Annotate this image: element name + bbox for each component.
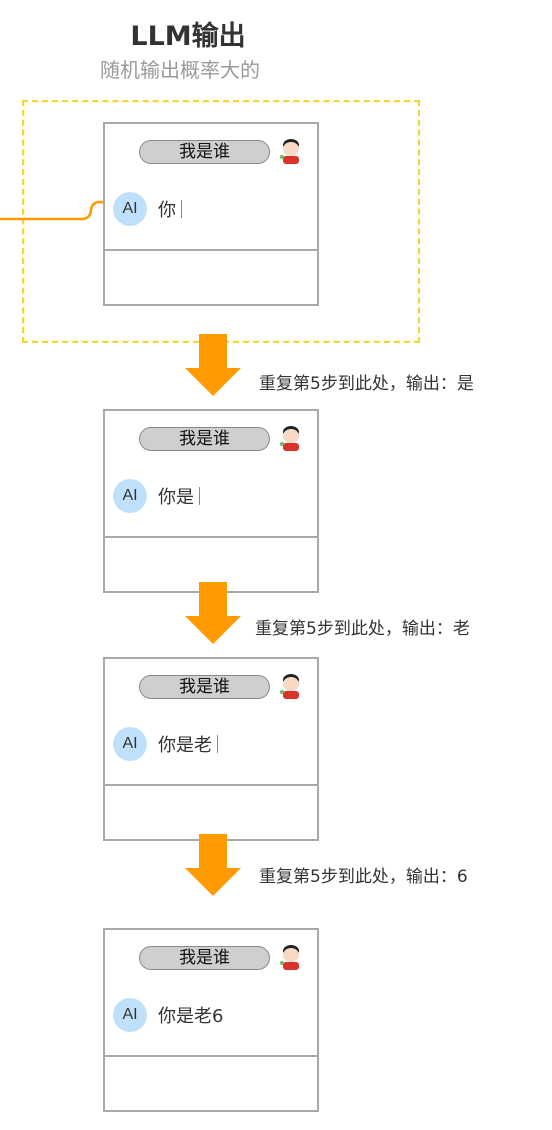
step-label-3: 重复第5步到此处，输出：6 — [259, 867, 468, 887]
step-arrow-3 — [185, 834, 241, 896]
ai-response-text: 你是 — [158, 483, 200, 509]
text-cursor — [181, 200, 182, 218]
chat-window-3: 我是谁 AI 你是老 — [103, 657, 319, 841]
user-avatar-icon — [280, 674, 299, 699]
chat-input-divider — [105, 1055, 317, 1057]
user-message-bubble: 我是谁 — [139, 675, 270, 699]
ai-avatar: AI — [113, 192, 147, 226]
ai-response-value: 你是 — [158, 487, 194, 508]
ai-response-text: 你是老 — [158, 731, 218, 757]
chat-input-divider — [105, 536, 317, 538]
chat-window-2: 我是谁 AI 你是 — [103, 409, 319, 593]
ai-avatar: AI — [113, 727, 147, 761]
chat-window-4: 我是谁 AI 你是老6 — [103, 928, 319, 1112]
ai-avatar: AI — [113, 998, 147, 1032]
step-label-2: 重复第5步到此处，输出：老 — [255, 619, 470, 639]
step-arrow-2 — [185, 582, 241, 644]
step-label-1: 重复第5步到此处，输出：是 — [259, 374, 474, 394]
user-avatar-icon — [280, 426, 299, 451]
user-message-bubble: 我是谁 — [139, 427, 270, 451]
step-arrow-1 — [185, 334, 241, 396]
user-avatar-icon — [280, 139, 299, 164]
chat-input-divider — [105, 784, 317, 786]
user-avatar-icon — [280, 945, 299, 970]
ai-response-value: 你是老 — [158, 735, 212, 756]
chat-input-divider — [105, 249, 317, 251]
ai-response-text: 你 — [158, 196, 182, 222]
ai-response-value: 你 — [158, 200, 176, 221]
user-message-bubble: 我是谁 — [139, 140, 270, 164]
ai-response-value: 你是老6 — [158, 1006, 224, 1027]
ai-avatar: AI — [113, 479, 147, 513]
diagram-title: LLM输出 — [130, 21, 246, 52]
chat-window-1: 我是谁 AI 你 — [103, 122, 319, 306]
text-cursor — [217, 735, 218, 753]
diagram-subtitle: 随机输出概率大的 — [100, 58, 260, 82]
text-cursor — [199, 487, 200, 505]
user-message-bubble: 我是谁 — [139, 946, 270, 970]
ai-response-text: 你是老6 — [158, 1002, 223, 1028]
